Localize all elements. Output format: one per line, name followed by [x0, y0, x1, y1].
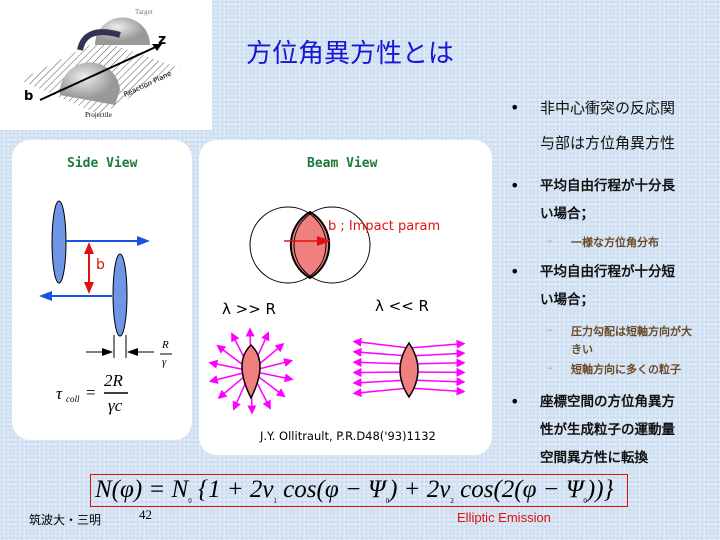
beam-view-panel: Beam View b ; Impact param λ >> R λ << R… — [199, 140, 492, 455]
page-title: 方位角異方性とは — [246, 39, 455, 69]
flow-formula: N(φ) = N0 {1 + 2v1 cos(φ − Ψ0) + 2v2 cos… — [90, 474, 628, 507]
formula-sub: 1 — [273, 497, 277, 505]
emission-arrow — [408, 377, 466, 387]
projectile-label: Projectile — [85, 111, 112, 119]
z-label: z — [158, 32, 166, 48]
emission-arrow — [408, 339, 466, 349]
bullet-2-line-1: 平均自由行程が十分長 — [540, 178, 675, 194]
emission-arrow — [352, 387, 410, 398]
reference-citation: J.Y. Ollitrault, P.R.D48('93)1132 — [260, 429, 436, 443]
lambda-large-label: λ >> R — [222, 300, 276, 318]
formula-part: ))} — [586, 476, 614, 503]
bullet-1-line-2: 与部は方位角異方性 — [540, 134, 676, 152]
formula-part: cos(φ − Ψ — [276, 476, 386, 503]
bullet-3-sub-1-cont: きい — [571, 343, 593, 356]
footer-caption: Elliptic Emission — [457, 510, 551, 525]
formula-sub: 2 — [450, 497, 454, 505]
tau-symbol: τ — [56, 384, 63, 403]
formula-part: cos(2(φ − Ψ — [453, 476, 584, 503]
bullet-3-sub-1: 圧力勾配は短軸方向が大 — [571, 325, 692, 338]
page-number: 42 — [139, 507, 152, 522]
formula-sub: 0 — [385, 497, 390, 505]
r-label: R — [162, 339, 169, 351]
bullet-4-line-3: 空間異方性に転換 — [540, 450, 648, 466]
formula-sub: 0 — [583, 497, 587, 505]
bullet-2-sub-1: 一様な方位角分布 — [571, 236, 659, 249]
emission-arrow — [408, 386, 466, 396]
impact-param-label: b ; Impact param — [328, 219, 441, 234]
footer-author: 筑波大・三明 — [29, 513, 102, 527]
formula-part: N(φ) = N — [95, 476, 189, 503]
emission-arrow — [352, 347, 410, 357]
side-view-title: Side View — [67, 156, 138, 171]
formula-part: ) + 2v — [389, 476, 451, 503]
collision-diagram: z b Target Projectile Reaction Plane — [0, 0, 212, 130]
formula-sub: 0 — [188, 497, 192, 505]
bullet-3-line-2: い場合； — [540, 292, 594, 308]
bullet-4-line-2: 性が生成粒子の運動量 — [540, 422, 675, 438]
emission-arrow — [352, 378, 410, 388]
equals-sign: = — [86, 383, 96, 402]
b-label: b — [24, 89, 33, 104]
emission-arrow — [352, 337, 410, 349]
emission-arrow — [408, 349, 466, 359]
bullet-1-line-1: 非中心衝突の反応関 — [540, 99, 676, 117]
b-label: b — [96, 257, 105, 273]
beam-view-title: Beam View — [307, 156, 378, 171]
formula-part: {1 + 2v — [191, 476, 274, 503]
fraction-numerator: 2R — [104, 371, 123, 390]
bullet-3-line-1: 平均自由行程が十分短 — [540, 264, 675, 280]
target-label: Target — [135, 8, 153, 16]
bullet-4-line-1: 座標空間の方位角異方 — [540, 394, 675, 410]
tau-subscript: coll — [66, 394, 80, 404]
lambda-small-label: λ << R — [375, 297, 429, 315]
fraction-denominator: γc — [108, 396, 123, 415]
gamma-label: γ — [162, 356, 167, 368]
bullet-3-sub-2: 短軸方向に多くの粒子 — [571, 363, 681, 376]
bullet-2-line-2: い場合； — [540, 206, 594, 222]
side-view-panel: Side View b R γ τ coll = 2R γc — [12, 140, 192, 440]
